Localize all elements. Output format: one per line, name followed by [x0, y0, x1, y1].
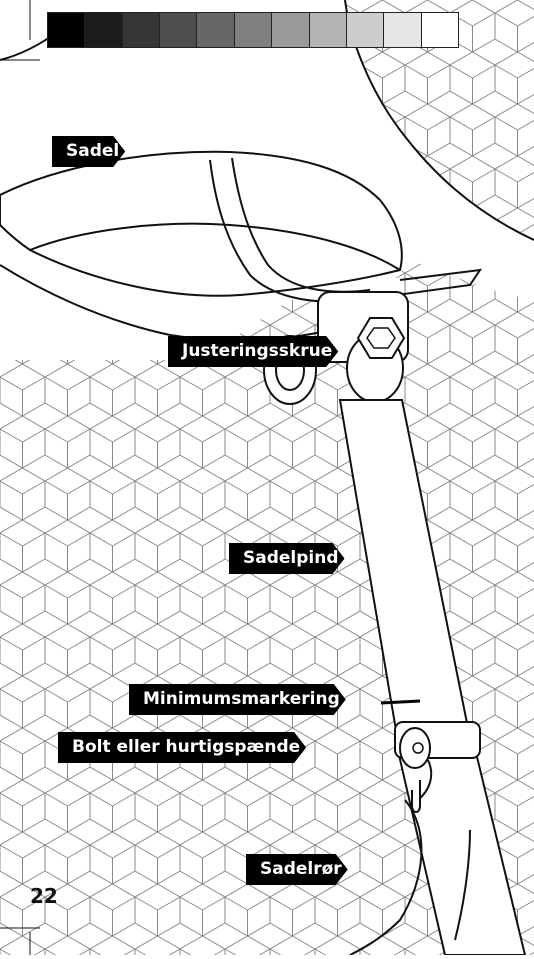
bolt-head [400, 728, 430, 768]
label-seat-tube: Sadelrør [246, 854, 348, 885]
swatch-7 [272, 13, 309, 47]
swatch-4 [160, 13, 197, 47]
swatch-3 [123, 13, 160, 47]
label-adjust-screw: Justeringsskrue [168, 336, 338, 367]
swatch-11 [422, 13, 458, 47]
grayscale-swatch-bar [47, 12, 459, 48]
swatch-5 [197, 13, 234, 47]
label-bolt: Bolt eller hurtigspænde [58, 732, 306, 763]
label-saddle: Sadel [52, 136, 125, 167]
swatch-1 [48, 13, 85, 47]
swatch-10 [384, 13, 421, 47]
swatch-9 [347, 13, 384, 47]
label-seatpost: Sadelpind [229, 543, 345, 574]
swatch-6 [235, 13, 272, 47]
page-number: 22 [30, 884, 58, 908]
swatch-2 [85, 13, 122, 47]
minimum-mark-line [381, 701, 420, 703]
swatch-8 [310, 13, 347, 47]
label-min-mark: Minimumsmarkering [129, 684, 346, 715]
